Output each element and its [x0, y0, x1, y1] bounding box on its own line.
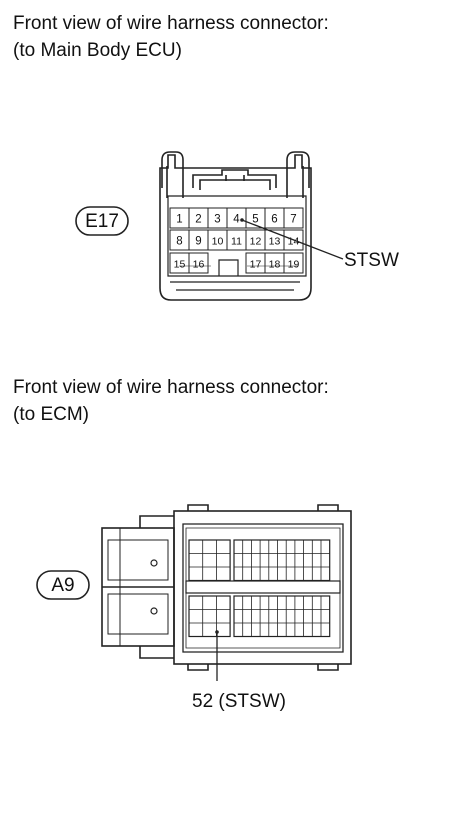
- e17-pin-label: 2: [195, 214, 201, 226]
- a9-upper-left-block: [188, 539, 231, 582]
- e17-pin-label: 15: [174, 259, 186, 271]
- e17-label: E17: [85, 211, 119, 232]
- e17-pin-label: 5: [252, 214, 258, 226]
- e17-pin-label: 13: [269, 236, 281, 248]
- e17-pin-label: 11: [231, 236, 242, 248]
- e17-pin-label: 4: [233, 214, 240, 226]
- a9-lower-left-block: [188, 595, 231, 638]
- a9-connector: [101, 504, 352, 671]
- e17-caption: Front view of wire harness connector: (t…: [13, 10, 329, 64]
- e17-pin-cell: [283, 207, 304, 229]
- a9-upper-right-block: [233, 539, 331, 582]
- e17-pin-label: 19: [288, 259, 300, 271]
- e17-pin-label: 12: [250, 236, 262, 248]
- e17-pin-cell: [188, 252, 209, 274]
- pin52-callout: 52 (STSW): [192, 691, 286, 712]
- e17-caption-line2: (to Main Body ECU): [13, 40, 182, 61]
- e17-pin-label: 1: [176, 214, 182, 226]
- stsw-leader-dot: [240, 218, 244, 222]
- e17-pin-label: 10: [212, 236, 224, 248]
- pin52-leader-dot: [215, 630, 219, 634]
- e17-pin-label: 3: [214, 214, 220, 226]
- e17-label-oval: [75, 206, 129, 236]
- stsw-callout: STSW: [344, 250, 399, 271]
- e17-caption-line1: Front view of wire harness connector:: [13, 13, 329, 34]
- stsw-leader-line: [241, 219, 344, 260]
- e17-pin-label: 16: [193, 259, 205, 271]
- a9-lower-pin-hole: [150, 607, 158, 615]
- a9-label-oval: [36, 570, 90, 600]
- e17-pin-label: 9: [195, 236, 201, 248]
- a9-upper-pin-hole: [150, 559, 158, 567]
- a9-label: A9: [51, 575, 74, 596]
- e17-pin-label: 7: [290, 214, 296, 226]
- a9-caption: Front view of wire harness connector: (t…: [13, 374, 329, 428]
- e17-pin-label: 17: [250, 259, 262, 271]
- e17-pin-label: 8: [176, 236, 182, 248]
- e17-pin-label: 18: [269, 259, 281, 271]
- e17-pin-cell: [283, 229, 304, 251]
- a9-caption-line2: (to ECM): [13, 404, 89, 425]
- a9-caption-line1: Front view of wire harness connector:: [13, 377, 329, 398]
- e17-connector: [159, 151, 312, 301]
- e17-pin-label: 6: [271, 214, 277, 226]
- a9-pin-grid: [188, 539, 331, 638]
- e17-pin-cell: [283, 252, 304, 274]
- a9-lower-right-block: [233, 595, 331, 638]
- e17-pin-label: 14: [288, 236, 300, 248]
